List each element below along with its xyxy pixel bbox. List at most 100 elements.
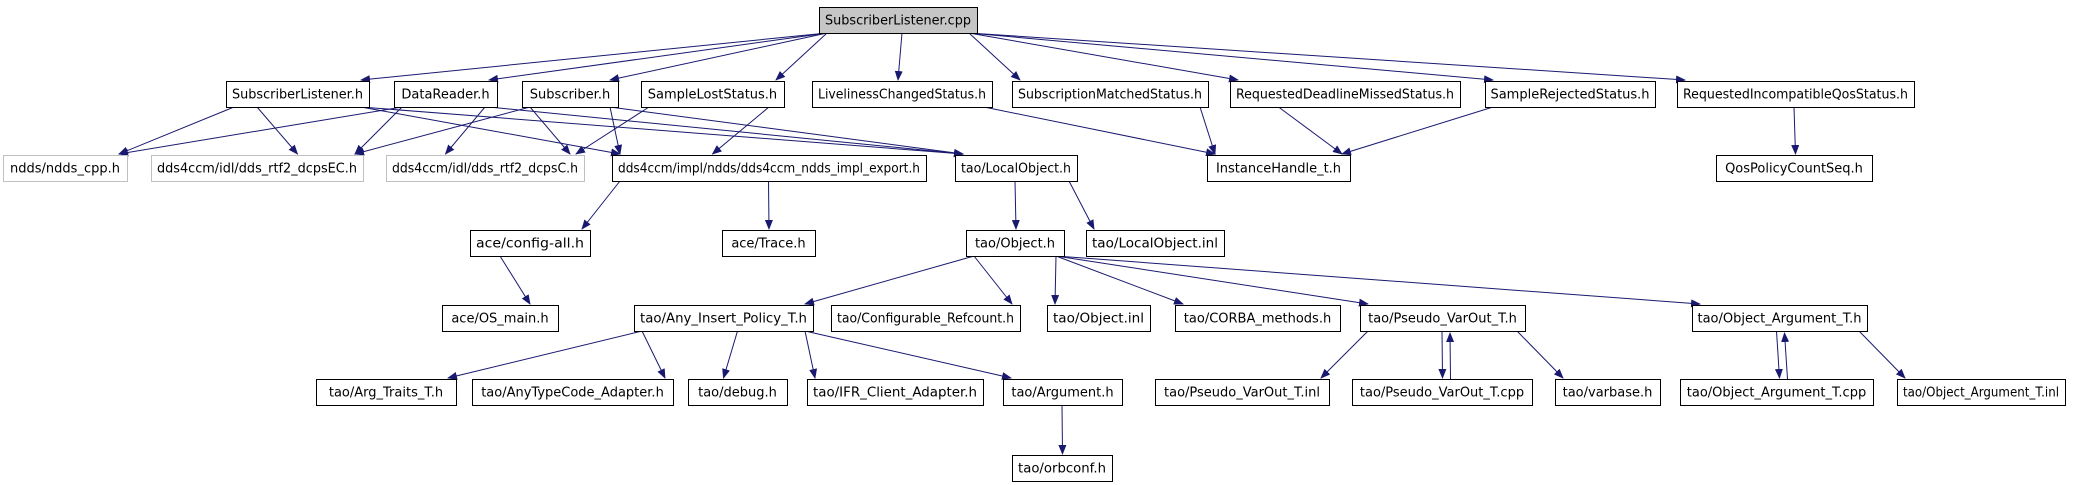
- node-label: ace/config-all.h: [476, 237, 584, 252]
- node-InstanceHandle_t_h[interactable]: InstanceHandle_t.h: [1207, 155, 1351, 182]
- node-box: [1692, 305, 1868, 332]
- node-label: SampleRejectedStatus.h: [1490, 88, 1649, 103]
- edge-SampleLostStatus_h-to-impl_export_h: [711, 106, 770, 155]
- node-label: dds4ccm/idl/dds_rtf2_dcpsEC.h: [157, 162, 357, 177]
- node-Object_Argument_T_inl[interactable]: tao/Object_Argument_T.inl: [1897, 379, 2066, 406]
- edge-LocalObject_h-to-Object_h: [1011, 180, 1020, 230]
- node-label: tao/varbase.h: [1563, 386, 1653, 401]
- node-box: [1897, 379, 2066, 406]
- node-box: [1012, 455, 1113, 482]
- node-Any_Insert_Policy_T_h[interactable]: tao/Any_Insert_Policy_T.h: [634, 305, 814, 332]
- node-label: tao/Argument.h: [1011, 386, 1113, 401]
- node-label: tao/orbconf.h: [1018, 462, 1106, 477]
- node-Subscriber_h[interactable]: Subscriber.h: [522, 81, 619, 108]
- node-Trace_h[interactable]: ace/Trace.h: [722, 230, 816, 257]
- node-label: LivelinessChangedStatus.h: [818, 88, 986, 103]
- node-Argument_h[interactable]: tao/Argument.h: [1003, 379, 1123, 406]
- edge-config_all_h-to-OS_main_h: [499, 255, 531, 305]
- node-box: [1716, 155, 1873, 182]
- node-RequestedIncompatibleQosStatus_h[interactable]: RequestedIncompatibleQosStatus.h: [1677, 81, 1915, 108]
- node-orbconf_h[interactable]: tao/orbconf.h: [1012, 455, 1113, 482]
- node-SampleRejectedStatus_h[interactable]: SampleRejectedStatus.h: [1485, 81, 1656, 108]
- node-AnyTypeCode_Adapter_h[interactable]: tao/AnyTypeCode_Adapter.h: [472, 379, 674, 406]
- node-label: tao/LocalObject.inl: [1092, 237, 1218, 252]
- edge-Subscriber_h-to-LocalObject_h: [609, 106, 964, 157]
- edge-DataReader_h-to-LocalObject_h: [488, 106, 964, 158]
- edge-Any_Insert_Policy_T_h-to-IFR_Client_Adapter_h: [804, 330, 818, 379]
- node-box: [1003, 379, 1123, 406]
- node-IFR_Client_Adapter_h[interactable]: tao/IFR_Client_Adapter.h: [807, 379, 984, 406]
- node-label: ace/OS_main.h: [451, 312, 548, 327]
- node-box: [472, 379, 674, 406]
- node-box: [386, 155, 585, 182]
- node-Object_Argument_T_h[interactable]: tao/Object_Argument_T.h: [1692, 305, 1868, 332]
- node-Pseudo_VarOut_T_inl[interactable]: tao/Pseudo_VarOut_T.inl: [1155, 379, 1330, 406]
- node-RequestedDeadlineMissedStatus_h[interactable]: RequestedDeadlineMissedStatus.h: [1230, 81, 1461, 108]
- node-Object_Argument_T_cpp[interactable]: tao/Object_Argument_T.cpp: [1680, 379, 1874, 406]
- node-ndds_cpp_h: ndds/ndds_cpp.h: [3, 155, 128, 182]
- node-box: [722, 230, 816, 257]
- node-label: dds4ccm/idl/dds_rtf2_dcpsC.h: [392, 162, 578, 177]
- node-label: SubscriberListener.cpp: [825, 14, 971, 29]
- node-label: tao/Pseudo_VarOut_T.h: [1368, 312, 1517, 327]
- node-box: [522, 81, 619, 108]
- node-box: [612, 155, 927, 182]
- node-box: [634, 305, 814, 332]
- node-impl_export_h[interactable]: dds4ccm/impl/ndds/dds4ccm_ndds_impl_expo…: [612, 155, 927, 182]
- node-label: ace/Trace.h: [731, 237, 805, 252]
- node-QosPolicyCountSeq_h[interactable]: QosPolicyCountSeq.h: [1716, 155, 1873, 182]
- node-OS_main_h[interactable]: ace/OS_main.h: [442, 305, 559, 332]
- node-Pseudo_VarOut_T_h[interactable]: tao/Pseudo_VarOut_T.h: [1360, 305, 1526, 332]
- node-label: tao/Object_Argument_T.inl: [1903, 386, 2059, 401]
- node-SampleLostStatus_h[interactable]: SampleLostStatus.h: [641, 81, 785, 108]
- edge-layer: [118, 32, 1906, 455]
- node-LocalObject_h[interactable]: tao/LocalObject.h: [955, 155, 1078, 182]
- edge-LocalObject_h-to-LocalObject_inl: [1068, 180, 1095, 230]
- node-label: SampleLostStatus.h: [648, 88, 777, 103]
- node-varbase_h[interactable]: tao/varbase.h: [1555, 379, 1661, 406]
- node-box: [394, 81, 498, 108]
- node-label: SubscriptionMatchedStatus.h: [1018, 88, 1202, 103]
- node-config_all_h[interactable]: ace/config-all.h: [470, 230, 591, 257]
- node-SubscriberListener_cpp: SubscriberListener.cpp: [819, 7, 978, 34]
- node-SubscriptionMatchedStatus_h[interactable]: SubscriptionMatchedStatus.h: [1012, 81, 1209, 108]
- node-box: [151, 155, 364, 182]
- node-label: SubscriberListener.h: [232, 88, 363, 103]
- node-Pseudo_VarOut_T_cpp[interactable]: tao/Pseudo_VarOut_T.cpp: [1352, 379, 1533, 406]
- edge-Any_Insert_Policy_T_h-to-Argument_h: [804, 330, 1012, 380]
- node-box: [966, 230, 1065, 257]
- node-SubscriberListener_h[interactable]: SubscriberListener.h: [226, 81, 370, 108]
- node-box: [1680, 379, 1874, 406]
- edge-Pseudo_VarOut_T_h-to-varbase_h: [1516, 330, 1564, 379]
- node-DataReader_h[interactable]: DataReader.h: [394, 81, 498, 108]
- edge-SubscriberListener_cpp-to-RequestedIncompatibleQosStatus_h: [968, 32, 1686, 84]
- node-box: [819, 7, 978, 34]
- node-box: [442, 305, 559, 332]
- node-CORBA_methods_h[interactable]: tao/CORBA_methods.h: [1175, 305, 1341, 332]
- node-label: tao/Object_Argument_T.h: [1697, 312, 1861, 327]
- node-box: [807, 379, 984, 406]
- node-box: [1175, 305, 1341, 332]
- node-Object_inl[interactable]: tao/Object.inl: [1047, 305, 1151, 332]
- node-box: [641, 81, 785, 108]
- edge-SubscriberListener_cpp-to-SampleRejectedStatus_h: [968, 32, 1494, 84]
- node-Arg_Traits_T_h[interactable]: tao/Arg_Traits_T.h: [316, 379, 457, 406]
- edge-Object_h-to-Any_Insert_Policy_T_h: [804, 255, 975, 306]
- node-label: tao/Object.h: [975, 237, 1055, 252]
- node-LocalObject_inl[interactable]: tao/LocalObject.inl: [1086, 230, 1225, 257]
- node-box: [955, 155, 1078, 182]
- node-label: tao/debug.h: [698, 386, 777, 401]
- edge-Any_Insert_Policy_T_h-to-debug_h: [722, 330, 738, 379]
- node-box: [1155, 379, 1330, 406]
- node-label: tao/IFR_Client_Adapter.h: [813, 386, 977, 401]
- node-debug_h[interactable]: tao/debug.h: [688, 379, 788, 406]
- node-Object_h[interactable]: tao/Object.h: [966, 230, 1065, 257]
- edge-Object_Argument_T_h-to-Object_Argument_T_inl: [1858, 330, 1906, 379]
- node-Configurable_Refcount_h[interactable]: tao/Configurable_Refcount.h: [831, 305, 1021, 332]
- node-label: tao/Any_Insert_Policy_T.h: [640, 312, 807, 327]
- node-LivelinessChangedStatus_h[interactable]: LivelinessChangedStatus.h: [812, 81, 993, 108]
- edge-Subscriber_h-to-dds_rtf2_dcpsC_h: [529, 106, 571, 155]
- node-label: tao/Configurable_Refcount.h: [837, 312, 1014, 327]
- node-label: tao/LocalObject.h: [961, 162, 1071, 177]
